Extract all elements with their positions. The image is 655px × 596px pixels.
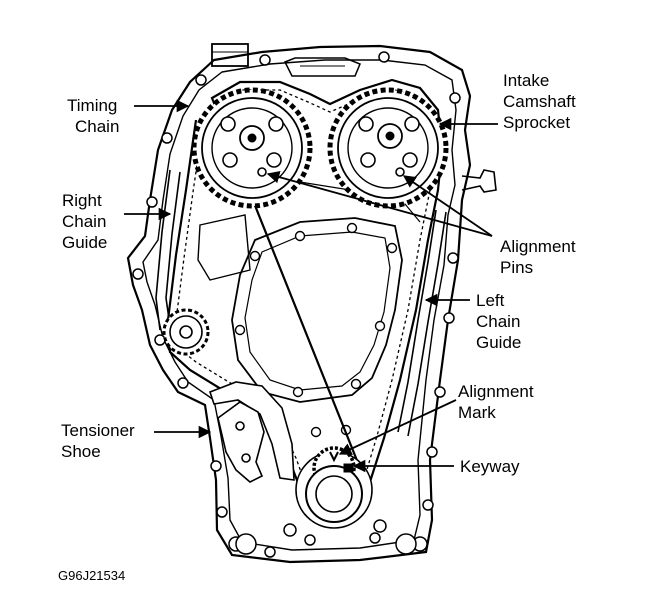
- idler-sprocket: [162, 308, 210, 356]
- alignment-pin-intake: [395, 167, 405, 177]
- center-cover-inner: [244, 231, 391, 391]
- figure-code: G96J21534: [58, 568, 126, 583]
- alignment-mark-notch: [329, 451, 339, 463]
- top-bracket: [283, 57, 361, 77]
- leader-alignment-mark: [338, 399, 457, 455]
- label-keyway: Keyway: [460, 457, 520, 476]
- crankshaft-sprocket: [295, 446, 373, 529]
- tensioner: [208, 381, 295, 483]
- right-chain-guide: [155, 169, 181, 331]
- side-fitting: [461, 169, 497, 193]
- label-tensioner-shoe: Tensioner Shoe: [61, 421, 135, 461]
- cover-outer-edge: [126, 44, 472, 564]
- label-alignment-pins: Alignment Pins: [500, 237, 576, 277]
- center-cover-outline: [231, 217, 403, 403]
- label-alignment-mark: Alignment Mark: [458, 382, 534, 422]
- leader-alignment-pin-intake: [402, 175, 493, 237]
- filler-cap: [211, 43, 249, 67]
- exhaust-camshaft-sprocket: [191, 87, 313, 209]
- alignment-pin-exhaust: [257, 167, 267, 177]
- label-timing-chain: Timing Chain: [67, 96, 120, 136]
- lower-bosses: [235, 519, 417, 555]
- intake-camshaft-sprocket: [327, 87, 449, 209]
- label-intake-camshaft-sprocket: Intake Camshaft Sprocket: [503, 71, 576, 132]
- upper-recess: [197, 214, 251, 281]
- center-cover: [197, 181, 421, 403]
- keyway-slot: [343, 463, 354, 473]
- label-right-chain-guide: Right Chain Guide: [62, 191, 108, 252]
- cover-bolt-holes: [132, 51, 461, 558]
- label-left-chain-guide: Left Chain Guide: [476, 291, 522, 352]
- left-chain-guide: [397, 209, 447, 437]
- tensioner-body: [217, 401, 265, 483]
- leader-alignment-pin-exhaust: [266, 170, 493, 237]
- center-cover-bolts: [234, 222, 398, 438]
- leader-lines: [124, 99, 498, 473]
- tensioner-shoe: [208, 381, 295, 481]
